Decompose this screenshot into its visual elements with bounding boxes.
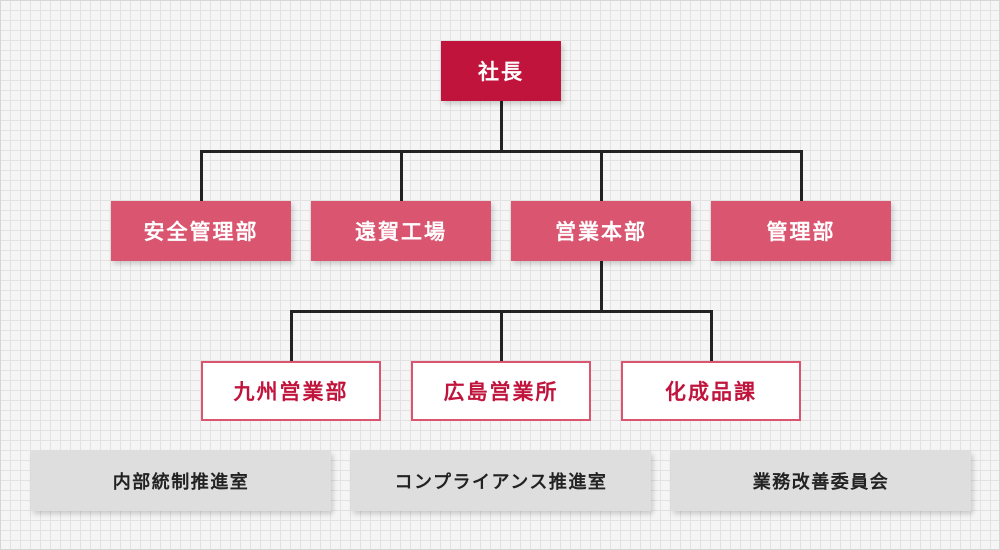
node-president-label: 社長 [478, 60, 524, 84]
node-hiroshima-sales: 広島営業所 [411, 361, 591, 421]
node-label: コンプライアンス推進室 [394, 472, 608, 493]
node-safety-management: 安全管理部 [111, 201, 291, 261]
node-compliance: コンプライアンス推進室 [351, 451, 651, 511]
node-sales-hq: 営業本部 [511, 201, 691, 261]
connector-dept-2 [400, 150, 403, 201]
node-label: 管理部 [766, 220, 836, 244]
node-president: 社長 [441, 41, 561, 101]
connector-branch-3 [710, 310, 713, 361]
node-label: 九州営業部 [233, 380, 349, 404]
node-chemical-products: 化成品課 [621, 361, 801, 421]
node-label: 化成品課 [665, 380, 757, 404]
connector-branch-2 [500, 310, 503, 361]
connector-branch-1 [290, 310, 293, 361]
node-onga-factory: 遠賀工場 [311, 201, 491, 261]
node-label: 内部統制推進室 [112, 472, 250, 493]
node-internal-control: 内部統制推進室 [31, 451, 331, 511]
node-label: 安全管理部 [143, 220, 259, 244]
connector-dept-4 [800, 150, 803, 201]
node-label: 遠賀工場 [355, 220, 447, 244]
node-kyushu-sales: 九州営業部 [201, 361, 381, 421]
node-administration: 管理部 [711, 201, 891, 261]
connector-departments-bar [200, 150, 803, 153]
node-label: 営業本部 [555, 220, 647, 244]
node-business-improvement: 業務改善委員会 [671, 451, 971, 511]
connector-root-down [500, 101, 503, 153]
node-label: 業務改善委員会 [752, 472, 890, 493]
connector-dept-3 [600, 150, 603, 201]
connector-sales-down [600, 261, 603, 313]
connector-dept-1 [200, 150, 203, 201]
node-label: 広島営業所 [443, 380, 559, 404]
